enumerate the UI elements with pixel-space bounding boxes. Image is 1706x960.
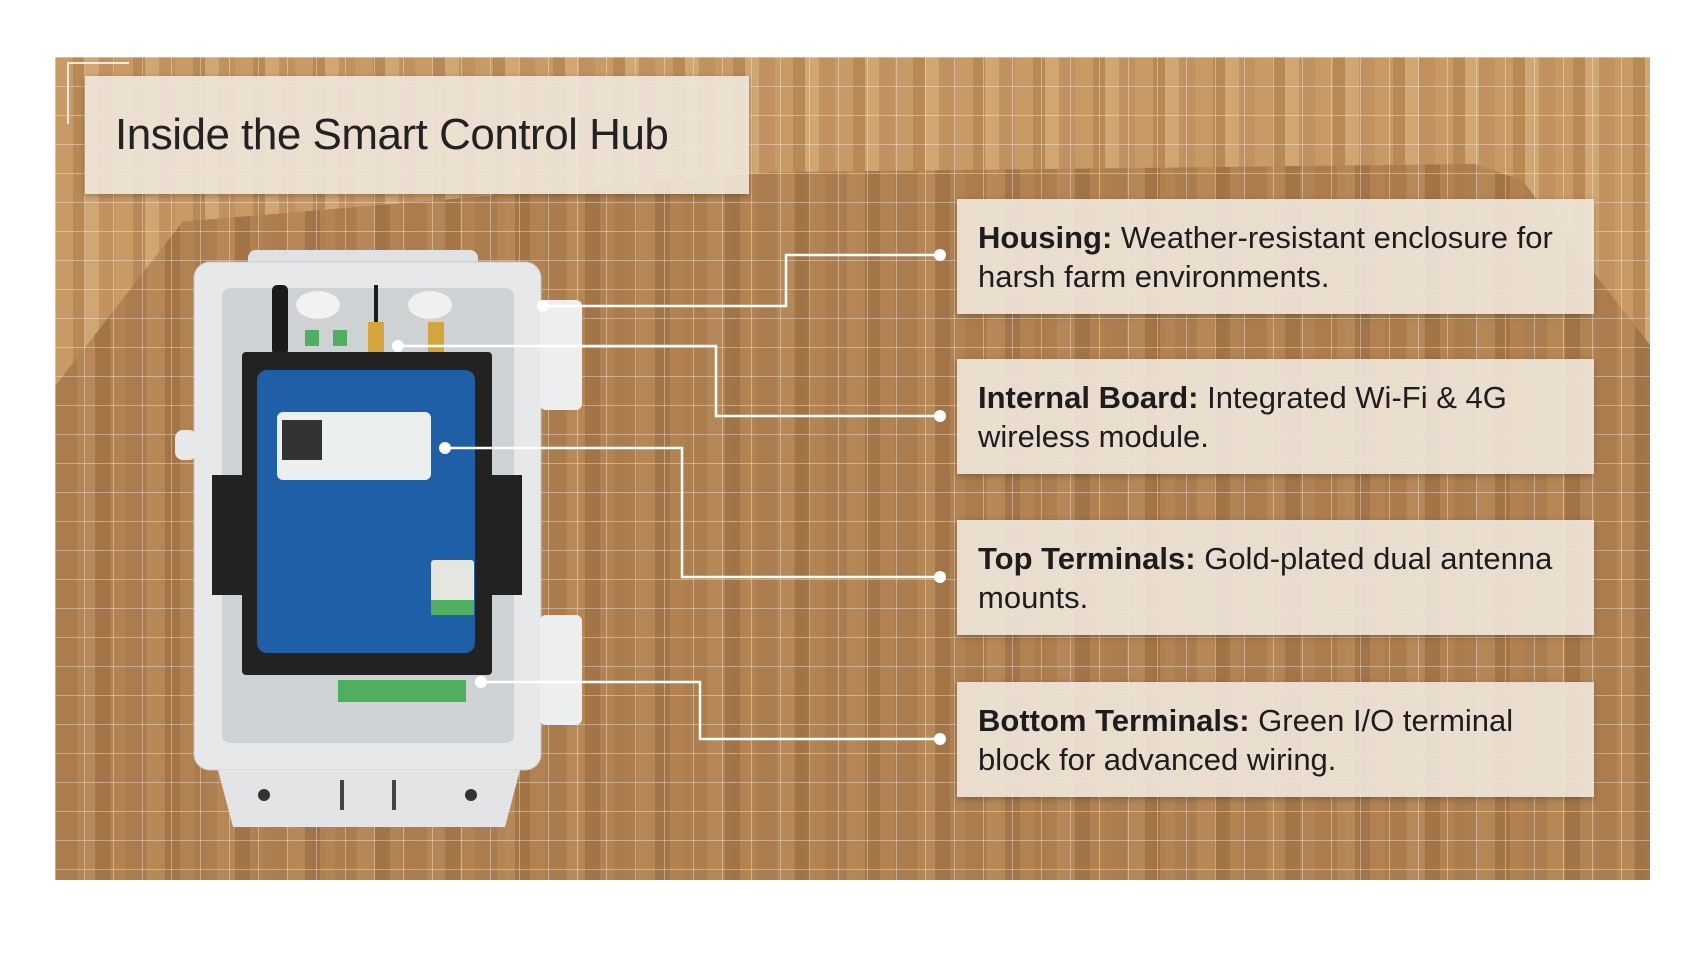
connector-lines	[398, 253, 940, 741]
top-terminals-dot	[439, 442, 451, 454]
callout-housing: Housing: Weather-resistant enclosure for…	[957, 199, 1594, 314]
callout-label: Internal Board:	[978, 379, 1199, 415]
page-title: Inside the Smart Control Hub	[115, 110, 669, 159]
board-dot	[392, 340, 404, 352]
bottom-terminals-dot	[475, 676, 487, 688]
housing-dot	[537, 300, 549, 312]
callout-text: Weather-resistant enclosure for harsh fa…	[978, 219, 1553, 294]
title-bracket	[67, 62, 129, 124]
callout-text: Gold-plated dual antenna mounts.	[978, 540, 1553, 615]
antennas	[272, 285, 452, 355]
callout-label: Bottom Terminals:	[978, 702, 1250, 738]
bottom-terminal-block	[338, 680, 466, 702]
rails	[212, 475, 522, 595]
callout-top-terminals: Top Terminals: Gold-plated dual antenna …	[957, 520, 1594, 635]
callout-label: Housing:	[978, 219, 1113, 255]
callout-text: Green I/O terminal block for advanced wi…	[978, 702, 1514, 777]
callout-text: Integrated Wi-Fi & 4G wireless module.	[978, 379, 1507, 454]
callout-label: Top Terminals:	[978, 540, 1196, 576]
callout-internal-board: Internal Board: Integrated Wi-Fi & 4G wi…	[957, 359, 1594, 474]
internal-board	[242, 352, 492, 675]
title-box: Inside the Smart Control Hub	[85, 76, 749, 194]
callout-bottom-terminals: Bottom Terminals: Green I/O terminal blo…	[957, 682, 1594, 797]
